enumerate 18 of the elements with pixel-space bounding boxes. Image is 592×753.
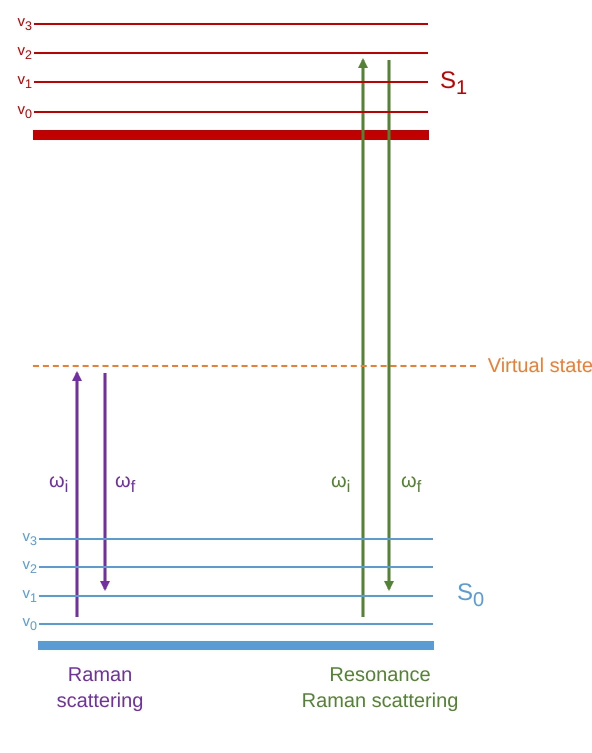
transition-arrow (384, 60, 394, 591)
virtual-state-level (33, 359, 592, 373)
state-label: S$_{0}$ (457, 580, 484, 613)
level-label: v$_{1}$ (16, 73, 33, 91)
transition-arrow (358, 58, 368, 617)
level-label: v$_{0}$ (16, 103, 33, 121)
level-label: v$_{2}$ (22, 558, 38, 576)
transition-arrow (72, 371, 82, 617)
state-label: S$_{1}$ (440, 68, 468, 101)
transition-arrow (100, 373, 110, 591)
level-label: v$_{2}$ (16, 44, 33, 62)
process-caption: Raman scattering (56, 663, 144, 714)
level-label: v$_{3}$ (16, 15, 33, 33)
level-label: v$_{0}$ (22, 615, 38, 633)
level-label: v$_{1}$ (22, 587, 38, 605)
level-label: Virtual state (486, 354, 592, 378)
process-caption: Resonance Raman scattering (300, 663, 460, 714)
level-label: v$_{3}$ (22, 530, 38, 548)
